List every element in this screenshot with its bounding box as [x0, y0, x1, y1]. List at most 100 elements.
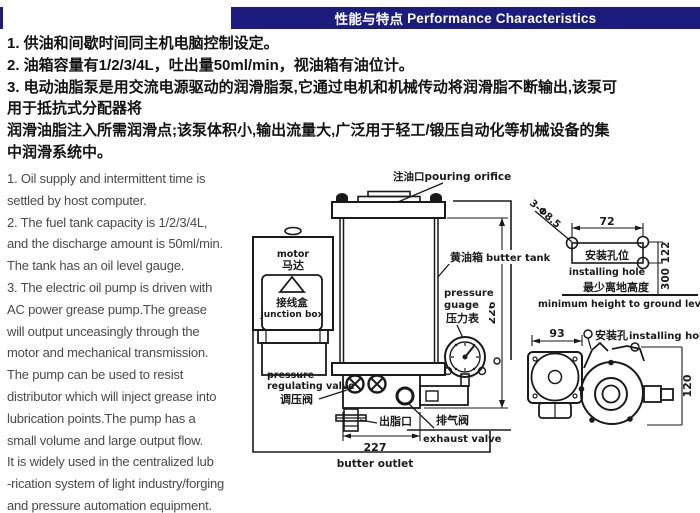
- gauge-label-en2: guage: [444, 300, 479, 311]
- lid-bolt-right: [430, 193, 442, 202]
- dim-227-lines: [342, 412, 421, 441]
- motor-flange-lines: [265, 330, 321, 343]
- gauge-ticks: [451, 343, 479, 371]
- gauge-foot-bracket: [419, 385, 469, 406]
- gauge-bolt-right: [477, 366, 487, 376]
- dim-72-lines: [571, 223, 644, 237]
- pump-ring-inner: [601, 384, 621, 404]
- motor-corner-bolt-4: [572, 393, 578, 399]
- junction-label-zh: 接线盒: [276, 296, 308, 309]
- dim-226-arrow-top: [499, 218, 505, 226]
- junction-label-en: junction box: [260, 310, 324, 320]
- gauge-label-en1: pressure: [444, 288, 494, 299]
- dim-93-lines: [531, 335, 583, 346]
- exhaust-leader: [408, 403, 435, 429]
- dim-227-arrow-right: [412, 433, 420, 439]
- dim-93-arrow-left: [532, 338, 540, 344]
- lid-bolt-left: [336, 193, 348, 202]
- pouring-orifice-label: 注油口pouring orifice: [393, 170, 511, 183]
- butter-tank-label-bg: [447, 250, 531, 264]
- dim-122: 122: [660, 242, 672, 264]
- outlet-pipe: [343, 408, 359, 432]
- tank-walls: [339, 218, 439, 363]
- header-edge-mark: [0, 7, 3, 29]
- pouring-orifice-leader: [397, 182, 444, 203]
- holes-spec-leader: [534, 210, 573, 243]
- pump-ring-outer: [594, 377, 628, 411]
- side-outlet-body: [643, 385, 662, 403]
- dim-120: 120: [681, 374, 694, 397]
- dim-227-arrow-left: [343, 433, 351, 439]
- motor-corner-bolt-1: [532, 356, 538, 362]
- install-position-label-en: installing hole: [569, 267, 645, 278]
- mount-hole-1: [565, 236, 579, 250]
- gauge-label-zh: 压力表: [446, 311, 480, 325]
- dim-122-300-lines: [649, 241, 663, 295]
- exhaust-label-zh: 排气阀: [436, 413, 469, 427]
- hole-callout-1: [583, 329, 593, 339]
- holes-spec-label: 3-Φ8.5: [527, 198, 562, 231]
- section-header-bar: 性能与特点 Performance Characteristics: [231, 7, 700, 29]
- section-title-en: Performance Characteristics: [403, 10, 597, 26]
- install-position-label-zh: 安装孔位: [585, 248, 629, 262]
- motor-end-view: [527, 351, 583, 404]
- motor-label-zh: 马达: [282, 258, 304, 272]
- reg-valve-screw-1: [345, 374, 365, 394]
- gauge-outer: [444, 336, 486, 378]
- dim-93: 93: [549, 327, 564, 340]
- dim-300: 300: [660, 268, 672, 290]
- exhaust-valve-port: [395, 386, 415, 406]
- hole-callout-2: [630, 342, 640, 352]
- gauge-pivot: [462, 354, 468, 360]
- pump-body-circle: [580, 361, 644, 425]
- reg-valve-label-en2: regulating valve: [267, 381, 355, 392]
- frame-bolt: [493, 357, 501, 365]
- dim-72-arrow-right: [635, 225, 643, 231]
- motor-corner-bolt-3: [532, 393, 538, 399]
- tank-lid: [331, 201, 446, 219]
- pump-bolt-top: [608, 359, 614, 366]
- install-position-rect: [571, 242, 644, 264]
- outlet-leader: [359, 419, 378, 424]
- mount-hole-3: [636, 256, 650, 270]
- motor-flange: [257, 329, 329, 344]
- gauge-inner: [449, 341, 481, 373]
- install-hole-label-zh: 安装孔: [595, 328, 628, 342]
- pump-bolt-bottom-right: [627, 416, 633, 422]
- gauge-stem: [460, 373, 470, 387]
- butter-tank-leader: [437, 262, 451, 278]
- gauge-bolt-left: [443, 366, 453, 376]
- tank-base-plate: [331, 362, 446, 376]
- pouring-orifice-label-bg: [390, 169, 512, 182]
- frame-left-bottom: [252, 237, 491, 453]
- dim-72-arrow-left: [572, 225, 580, 231]
- outlet-detail-lines: [336, 417, 366, 427]
- reg-valve-leader: [318, 389, 348, 400]
- motor-cap: [284, 226, 302, 236]
- outlet-label-zh: 出脂口: [379, 414, 412, 428]
- mount-hole-2: [636, 235, 650, 249]
- side-outlet-tip: [660, 388, 674, 401]
- butter-tank-label-en: butter tank: [486, 253, 551, 264]
- gauge-leader: [456, 324, 464, 339]
- warning-triangle-icon: [278, 275, 306, 293]
- pump-bolt-bottom-left: [589, 417, 595, 423]
- dim-226-lines: [424, 217, 508, 409]
- motor-label-en: motor: [277, 249, 309, 260]
- motor-corner-bolt-2: [572, 356, 578, 362]
- min-height-label-en: minimum height to ground level: [538, 299, 700, 310]
- butter-tank-label-zh: 黄油箱: [450, 250, 483, 264]
- valve-cross-2: [370, 377, 384, 391]
- dim-72: 72: [599, 215, 614, 228]
- features-paragraph-zh: 1. 供油和间歇时间同主机电脑控制设定。 2. 油箱容量有1/2/3/4L，吐出…: [7, 35, 618, 161]
- motor-shaft: [547, 369, 563, 385]
- install-hole-label-en: installing hole: [629, 331, 700, 342]
- motor-lower-block: [261, 342, 327, 376]
- valve-cross-1: [348, 377, 362, 391]
- exhaust-label-en: exhaust valve: [423, 434, 502, 445]
- reg-valve-label-zh: 调压阀: [280, 392, 313, 406]
- reg-valve-screw-2: [367, 374, 387, 394]
- pump-technical-drawing: motor 马达 接线盒 junction box: [252, 169, 700, 470]
- dim-227: 227: [364, 441, 387, 454]
